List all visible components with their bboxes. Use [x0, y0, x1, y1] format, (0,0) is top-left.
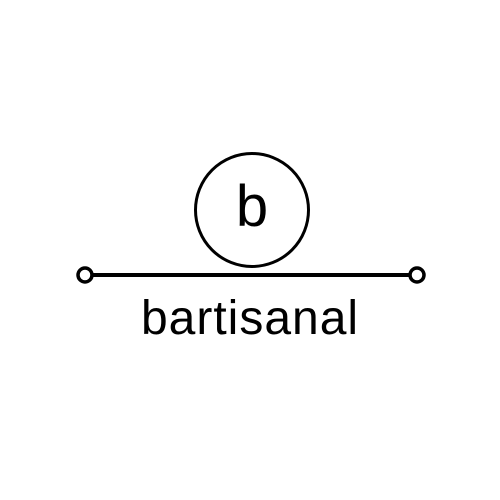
monogram-circle	[194, 152, 310, 268]
divider-right-node	[408, 266, 426, 284]
brand-wordmark: bartisanal	[140, 292, 360, 345]
monogram-letter: b	[235, 174, 269, 239]
divider-left-node	[76, 266, 94, 284]
